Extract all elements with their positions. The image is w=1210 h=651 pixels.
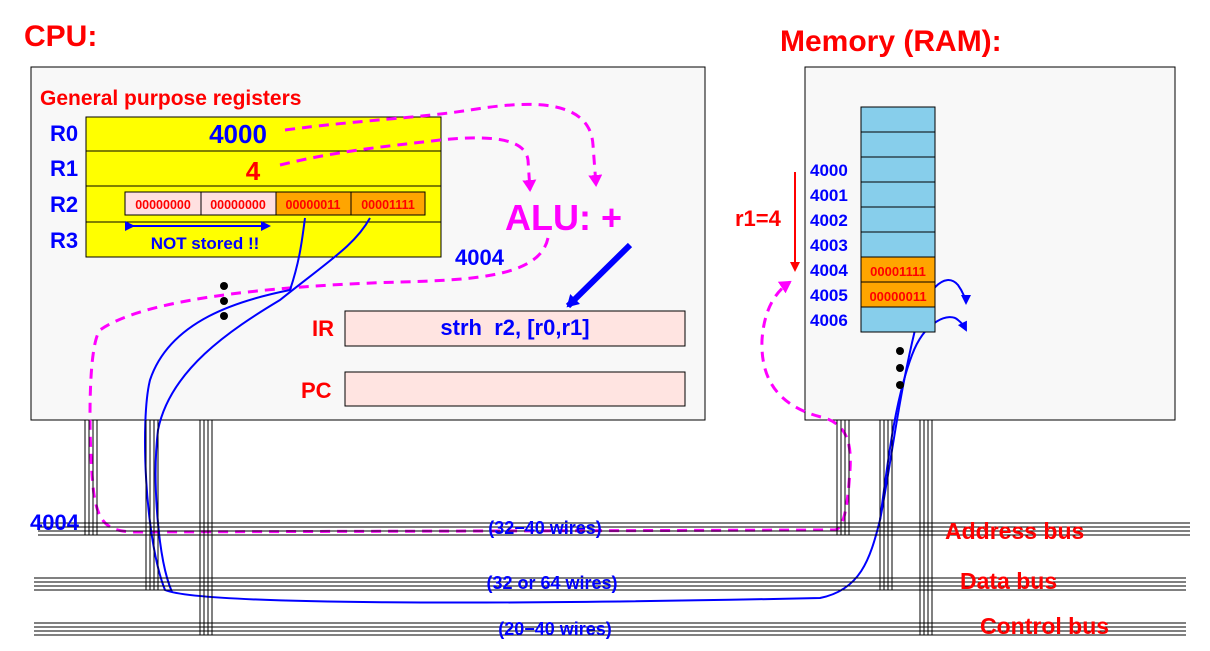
memory-cell [860,256,936,283]
r2-byte-2: 00000011 [286,198,341,212]
memory-cell [860,181,936,208]
memory-cell [860,281,936,308]
memory-value-4004: 00001111 [870,264,926,279]
cpu-title: CPU: [24,20,97,53]
ir-register [344,310,686,347]
control-bus-wires: (20−40 wires) [498,619,612,639]
address-bus-name: Address bus [945,518,1084,544]
r0-value: 4000 [209,119,267,149]
memory-address: 4002 [810,211,848,230]
memory-ellipsis [896,347,904,389]
memory-title: Memory (RAM): [780,25,1002,58]
memory-cells [860,106,936,333]
memory-address: 4003 [810,236,848,255]
offset-label: r1=4 [735,206,782,231]
memory-address: 4005 [810,286,848,305]
memory-cell [860,231,936,258]
data-bus-wires: (32 or 64 wires) [486,573,617,593]
register-name-r3: R3 [50,228,78,253]
data-bus [34,577,1186,591]
memory-address: 4000 [810,161,848,180]
memory-address: 4004 [810,261,848,280]
memory-cell [860,306,936,333]
registers-heading: General purpose registers [40,87,301,110]
register-name-r2: R2 [50,192,78,217]
r1-to-alu-arrow [279,136,537,192]
address-bus-wires: (32−40 wires) [488,518,602,538]
register-name-r0: R0 [50,121,78,146]
control-bus [34,622,1186,636]
alu-label: ALU: + [505,197,622,238]
r2-byte-3: 00001111 [361,198,415,212]
address-bus-value: 4004 [30,510,80,535]
r2-byte-0: 00000000 [135,198,191,212]
memory-cell [860,156,936,183]
memory-value-4005: 00000011 [869,289,926,304]
r0-to-alu-arrow [284,102,603,187]
address-bus [38,522,1190,536]
r1-value: 4 [246,156,261,186]
control-bus-name: Control bus [980,613,1109,639]
not-stored-label: NOT stored !! [151,234,260,253]
pc-label: PC [301,378,332,403]
alu-result: 4004 [455,245,505,270]
r2-byte-1: 00000000 [210,198,266,212]
data-path-to-4005 [879,316,967,521]
pc-register [344,371,686,407]
ir-to-alu-arrow [565,242,633,309]
memory-address: 4001 [810,186,848,205]
register-name-r1: R1 [50,156,78,181]
memory-cell [860,206,936,233]
register-bank [85,116,442,258]
data-bus-name: Data bus [960,568,1057,594]
ir-instruction: strh r2, [r0,r1] [440,315,589,340]
r2-byte-cell [350,191,426,216]
memory-address: 4006 [810,311,848,330]
register-ellipsis [220,282,228,320]
memory-cell [860,131,936,158]
memory-cell [860,106,936,133]
ir-label: IR [312,316,334,341]
r2-bytes: 00000000 00000000 00000011 00001111 [124,191,426,216]
